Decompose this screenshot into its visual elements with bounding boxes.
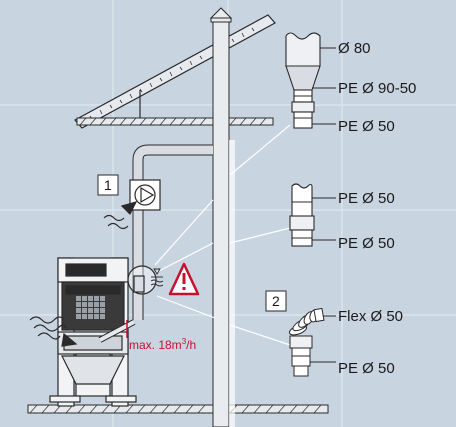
flex-hose-assembly — [288, 307, 325, 377]
label-vent-top-dia: Ø 80 — [338, 40, 371, 57]
airflow-arrow-icon — [103, 201, 138, 230]
callout-label-1: 1 — [104, 177, 112, 193]
vent-top-assembly — [285, 32, 321, 129]
callout-box-1 — [97, 174, 119, 196]
max-flow-label: max. 18m3/h — [129, 337, 196, 352]
straight-pipe-assembly — [289, 183, 315, 247]
label-flex: Flex Ø 50 — [338, 308, 403, 325]
brand-text: GEBERIT — [72, 288, 99, 294]
callout-box-2 — [265, 290, 287, 312]
label-pipe-d: PE Ø 50 — [338, 360, 395, 377]
flush-plate — [76, 296, 105, 319]
fan-icon — [134, 184, 156, 206]
ceiling-slab — [76, 117, 274, 126]
label-pipe-c: PE Ø 50 — [338, 235, 395, 252]
warning-triangle-icon — [168, 262, 200, 296]
label-pipe-a: PE Ø 50 — [338, 118, 395, 135]
label-reducer: PE Ø 90-50 — [338, 80, 416, 97]
odour-arrow-icon — [29, 316, 78, 347]
floor-slab — [27, 404, 329, 414]
stack-pipe — [209, 7, 235, 427]
trap-detail — [127, 265, 164, 295]
branch-vent-pipe — [132, 144, 213, 320]
leader-lines — [154, 124, 291, 346]
water-level-icon — [150, 268, 164, 287]
label-pipe-b: PE Ø 50 — [338, 190, 395, 207]
callout-label-2: 2 — [272, 293, 280, 309]
installation-frame: GEBERIT — [49, 257, 137, 407]
